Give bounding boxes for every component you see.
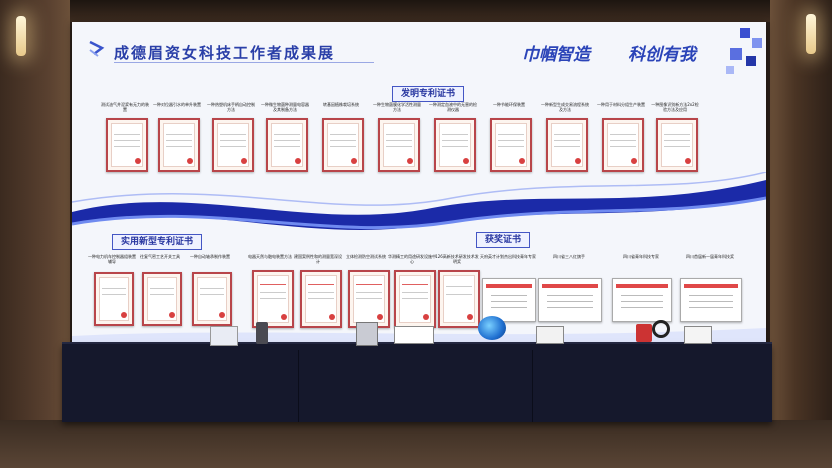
invention-patent-certificate	[106, 118, 148, 172]
invention-patent-certificate	[546, 118, 588, 172]
prize-caption: 126高新技术研发技术发明奖	[435, 254, 479, 264]
prize-certificate	[612, 278, 672, 322]
prize-certificate	[482, 278, 536, 322]
globe-trophy	[478, 316, 506, 340]
name-card	[684, 326, 712, 344]
invention-caption: 一种节能环保装置	[493, 102, 525, 107]
wall-lamp-left	[16, 16, 26, 56]
invention-patent-certificate	[322, 118, 364, 172]
framed-exhibit	[356, 322, 378, 346]
invention-patent-certificate	[378, 118, 420, 172]
invention-patent-certificate	[158, 118, 200, 172]
placard	[394, 326, 434, 344]
award-caption: 立体检测防空测试系统	[346, 254, 386, 259]
section-invention-patents: 发明专利证书	[392, 86, 465, 102]
award-caption: 华测精工的用途研发设施中心	[388, 254, 436, 264]
section-utility-patents: 实用新型专利证书	[112, 234, 203, 250]
prize-certificate	[438, 270, 480, 328]
exhibition-board: 成德眉资女科技工作者成果展 巾帼智造 科创有我 发明专利证书 实用新型专利证书 …	[72, 22, 766, 344]
invention-caption: 一种图像识别新方法2x2检验方法及应用	[651, 102, 699, 112]
ceiling	[0, 0, 832, 22]
decorative-wave	[72, 172, 766, 230]
title-underline	[114, 62, 374, 63]
name-card	[536, 326, 564, 344]
invention-caption: 一种新型生成交易流程系统及方法	[541, 102, 589, 112]
invention-caption: 一种测定血液中的无害的检测仪器	[429, 102, 477, 112]
prize-caption: 四川首届新一届青年科技奖	[686, 254, 734, 259]
invention-patent-certificate	[434, 118, 476, 172]
section-awards: 获奖证书	[476, 232, 531, 248]
utility-patent-certificate	[94, 272, 134, 326]
utility-patent-certificate	[192, 272, 232, 326]
device-exhibit	[256, 322, 268, 344]
floor	[0, 420, 832, 468]
exhibition-title: 成德眉资女科技工作者成果展	[114, 44, 336, 62]
invention-caption: 一种生物菌膜化学活性测量方法	[373, 102, 421, 112]
invention-patent-certificate	[602, 118, 644, 172]
table-fold	[532, 350, 533, 422]
utility-caption: 一种电力机车控制器组装置辅导	[88, 254, 136, 264]
award-certificate	[394, 270, 436, 328]
invention-patent-certificate	[656, 118, 698, 172]
invention-caption: 一种对位器引水的单升装置	[153, 102, 201, 107]
invention-caption: 测试油气井泥浆有无力的装置	[101, 102, 149, 112]
left-wall	[0, 0, 70, 468]
prize-caption: 天府英才计划杰出科技青年专家	[480, 254, 536, 259]
invention-caption: 一种用于材料分组生产装置	[597, 102, 645, 107]
invention-patent-certificate	[266, 118, 308, 172]
award-certificate	[300, 270, 342, 328]
invention-patent-certificate	[212, 118, 254, 172]
invention-caption: 一种微生物菌种测量电容器及其制备方法	[261, 102, 309, 112]
right-wall	[770, 0, 832, 468]
wall-lamp-right	[806, 14, 816, 54]
film-reel-exhibit	[652, 320, 670, 338]
prize-caption: 四川省三八红旗手	[553, 254, 585, 259]
table-fold	[298, 350, 299, 422]
prize-certificate	[680, 278, 742, 322]
award-caption: 电器天然与融电装置方法	[248, 254, 292, 259]
award-certificate	[348, 270, 390, 328]
logo-icon	[89, 40, 105, 57]
name-card	[210, 326, 238, 346]
slogan-left: 巾帼智造	[522, 45, 590, 65]
award-caption: 建国案例性和的测量宽深设计	[294, 254, 342, 264]
red-model-exhibit	[636, 324, 652, 342]
decorative-squares	[726, 28, 762, 74]
award-certificate	[252, 270, 294, 328]
prize-certificate	[538, 278, 602, 322]
utility-patent-certificate	[142, 272, 182, 326]
invention-patent-certificate	[490, 118, 532, 172]
slogan-right: 科创有我	[628, 45, 696, 65]
utility-caption: 一种自动轴承制作装置	[190, 254, 230, 259]
prize-caption: 四川省青年科技专家	[623, 254, 659, 259]
utility-caption: 往复气密工艺开关工具	[140, 254, 180, 259]
display-table	[62, 344, 772, 422]
invention-caption: 一种热塑机床手柄自动控制方法	[207, 102, 255, 112]
invention-caption: 转基因植株栽培系统	[323, 102, 359, 107]
